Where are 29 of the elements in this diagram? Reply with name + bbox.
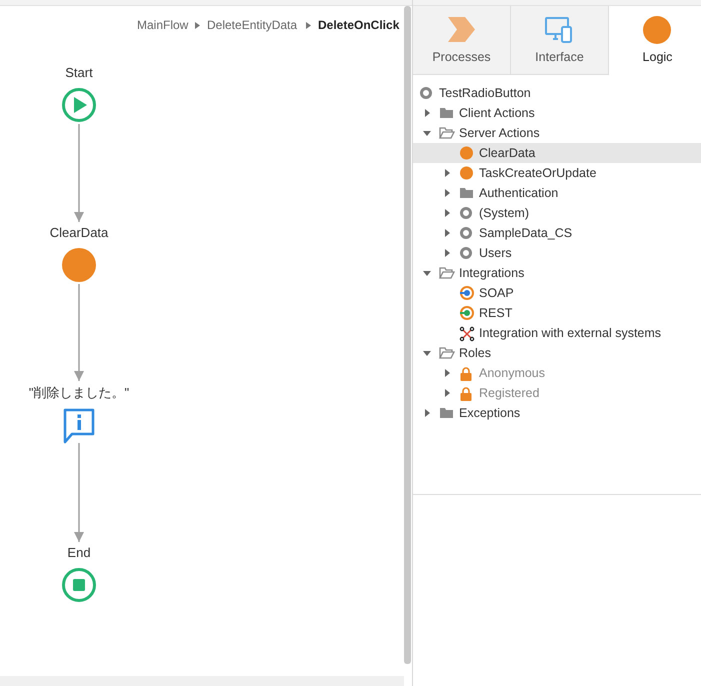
- arrow: [74, 284, 84, 381]
- breadcrumb-item: MainFlow: [137, 18, 188, 32]
- tree-item-label: Client Actions: [459, 106, 535, 120]
- tree-item-label: Users: [479, 246, 512, 260]
- tree-item-label: Integration with external systems: [479, 326, 662, 340]
- tree-item-label: Server Actions: [459, 126, 540, 140]
- tab: Interface: [511, 6, 609, 75]
- tree-item-label: (System): [479, 206, 529, 220]
- node-label: "削除しました。": [28, 384, 130, 402]
- tree-item-label: SampleData_CS: [479, 226, 572, 240]
- tree-item-label: TaskCreateOrUpdate: [479, 166, 596, 180]
- tree-item-label: Anonymous: [479, 366, 546, 380]
- tree-item-label: SOAP: [479, 286, 514, 300]
- tree-item-label: Authentication: [479, 186, 558, 200]
- tree-item-label: ClearData: [479, 146, 536, 160]
- node-label: End: [66, 545, 92, 560]
- breadcrumb-item: DeleteOnClick: [318, 18, 400, 32]
- tree-item-label: Roles: [459, 346, 491, 360]
- arrow: [74, 124, 84, 222]
- node-label: ClearData: [48, 225, 110, 240]
- tree-item-label: TestRadioButton: [439, 86, 531, 100]
- tree-item-label: Integrations: [459, 266, 524, 280]
- tree-item-label: Registered: [479, 386, 540, 400]
- arrow: [74, 443, 84, 542]
- tree-item-label: REST: [479, 306, 512, 320]
- tab: Processes: [413, 6, 511, 75]
- breadcrumb-item: DeleteEntityData: [207, 18, 298, 32]
- tree-item-label: Exceptions: [459, 406, 520, 420]
- node-label: Start: [64, 65, 94, 80]
